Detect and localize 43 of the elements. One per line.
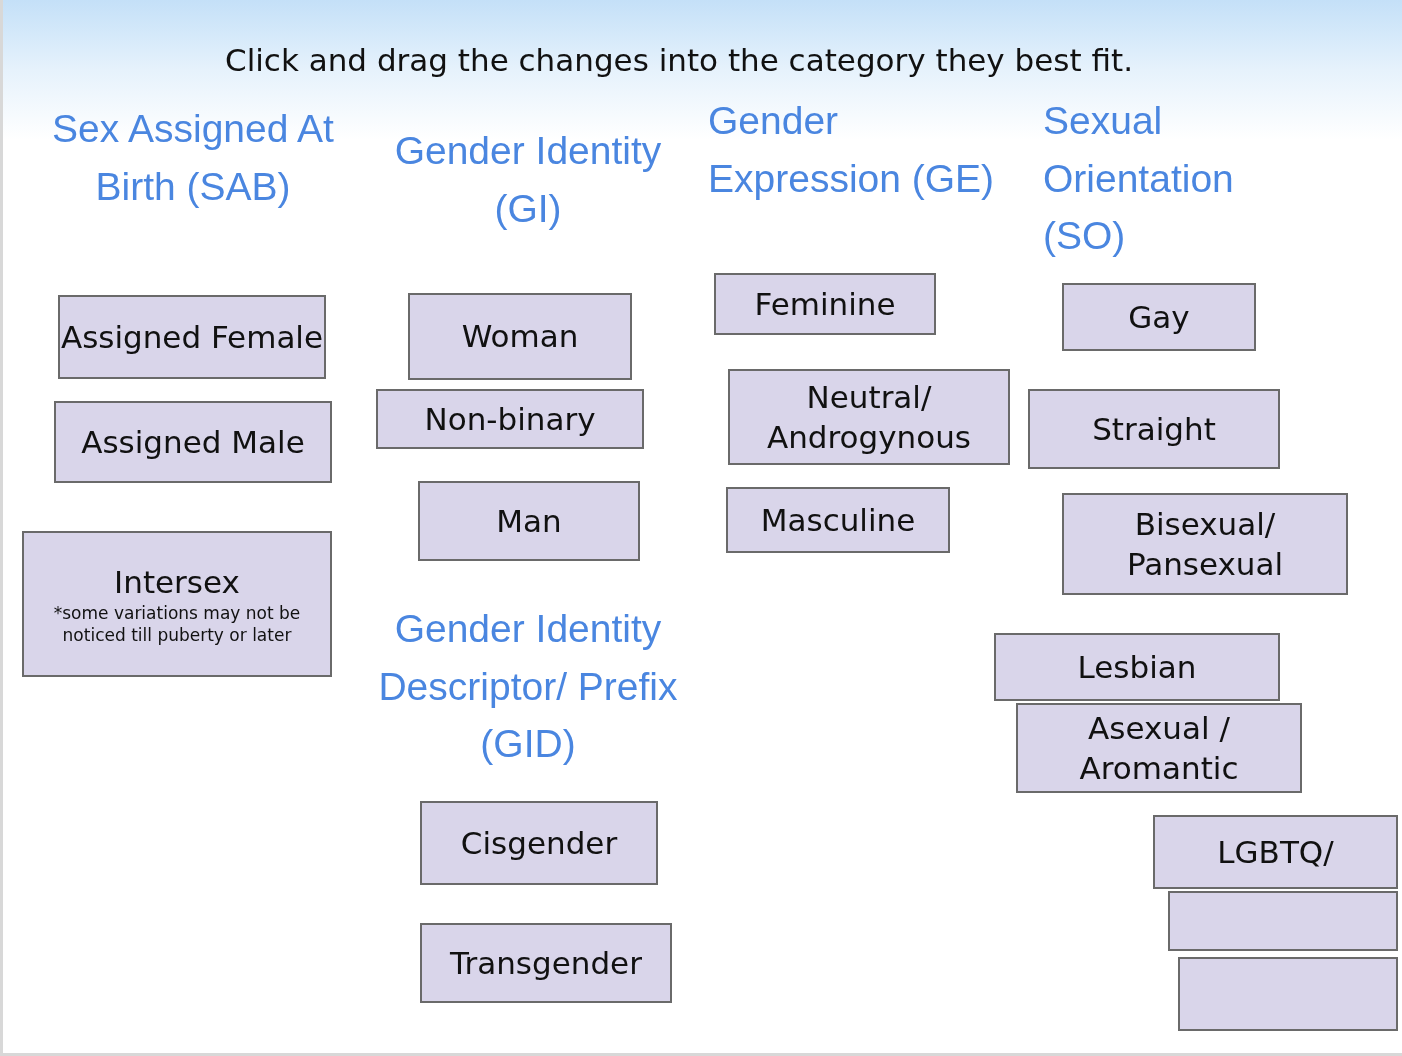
category-card — [420, 923, 672, 1003]
card-text: Non-binary — [424, 399, 596, 439]
category-heading: Gender Identity Descriptor/ Prefix (GID) — [377, 606, 679, 768]
blank-card — [1168, 891, 1398, 951]
category-card — [54, 401, 332, 483]
card-text: Woman — [461, 317, 579, 357]
category-heading: Sex Assigned At Birth (SAB) — [51, 106, 335, 210]
card-text: Assigned Female — [60, 317, 324, 357]
category-card — [408, 293, 632, 380]
category-card — [418, 481, 640, 561]
category-heading: Gender Expression (GE) — [708, 98, 996, 202]
category-heading: Gender Identity (GI) — [393, 128, 663, 232]
category-card — [1016, 703, 1302, 793]
card-text: Gay — [1128, 297, 1190, 337]
card-text: Asexual / Aromantic — [1078, 708, 1240, 788]
category-card — [22, 531, 332, 677]
card-text: Straight — [1092, 409, 1216, 449]
card-text: Cisgender — [460, 823, 618, 863]
blank-card — [1178, 957, 1398, 1031]
category-card — [714, 273, 936, 335]
card-text: Lesbian — [1077, 647, 1197, 687]
category-card — [728, 369, 1010, 465]
card-text: Feminine — [754, 284, 896, 324]
category-card — [1028, 389, 1280, 469]
category-card — [1062, 493, 1348, 595]
card-text: Bisexual/ Pansexual — [1125, 504, 1285, 584]
card-text: Neutral/ Androgynous — [766, 377, 972, 457]
slide-title: Click and drag the changes into the category they best fit. — [224, 42, 1134, 78]
card-text: Transgender — [450, 943, 642, 983]
category-card — [726, 487, 950, 553]
card-text: Man — [496, 501, 562, 541]
card-text: Intersex — [114, 562, 240, 602]
category-heading: Sexual Orientation (SO) — [1043, 98, 1235, 260]
category-card — [376, 389, 644, 449]
category-card — [420, 801, 658, 885]
category-card — [994, 633, 1280, 701]
category-card — [1153, 815, 1398, 889]
category-card — [58, 295, 326, 379]
card-text: LGBTQ/ — [1217, 832, 1334, 872]
card-text: Assigned Male — [81, 422, 305, 462]
card-text: Masculine — [760, 500, 916, 540]
category-card — [1062, 283, 1256, 351]
card-note: *some variations may not be noticed till puberty or later — [52, 602, 302, 647]
